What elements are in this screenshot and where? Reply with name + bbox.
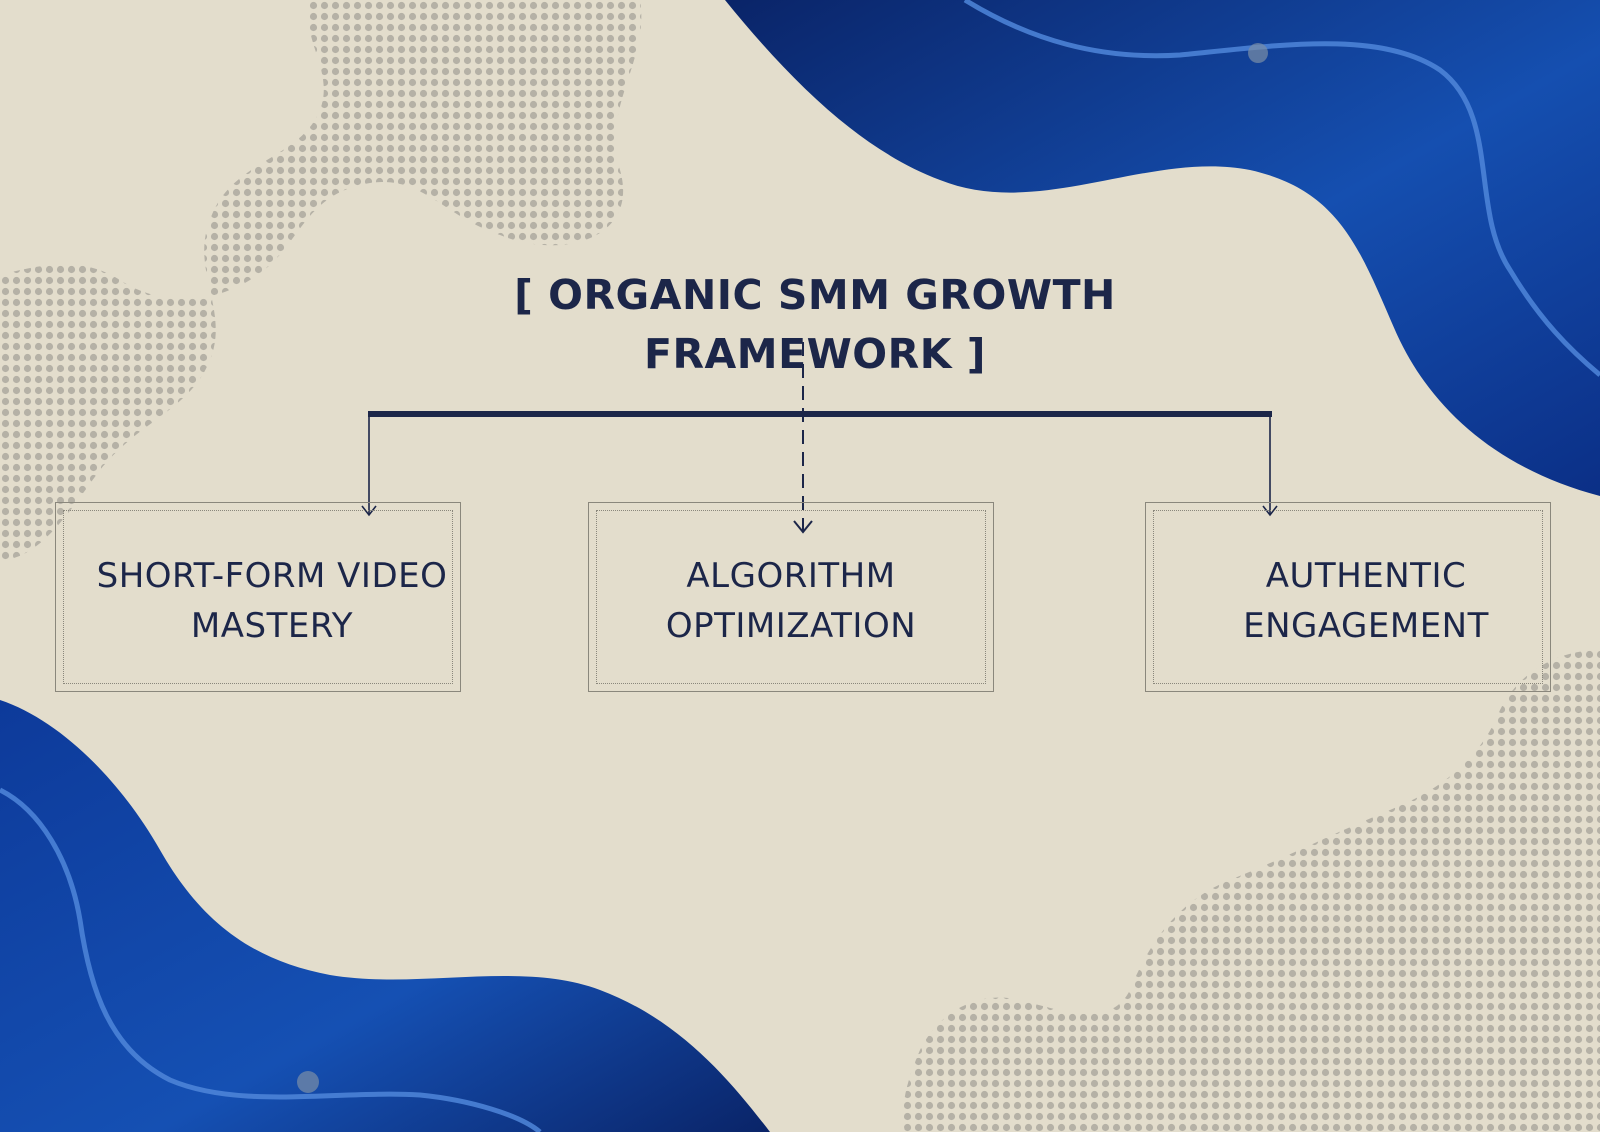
wave-top-right-highlight — [963, 0, 1600, 377]
node-label-line-1: ALGORITHM — [686, 556, 896, 596]
diagram-title: [ ORGANIC SMM GROWTH FRAMEWORK ] — [400, 266, 1230, 384]
node-label: SHORT-FORM VIDEO MASTERY — [70, 551, 474, 651]
node-inner-border — [63, 510, 453, 684]
node-label-line-2: MASTERY — [190, 606, 354, 646]
node-label-line-2: ENGAGEMENT — [1243, 606, 1489, 646]
node-label-line-1: AUTHENTIC — [1265, 556, 1467, 596]
node-label: AUTHENTIC ENGAGEMENT — [1164, 551, 1568, 651]
halftone-blob-top-left — [0, 0, 642, 560]
halftone-blob-bottom-right — [903, 650, 1600, 1132]
node-inner-border — [1153, 510, 1543, 684]
wave-dot-top — [1248, 43, 1268, 63]
node-authentic-engagement: AUTHENTIC ENGAGEMENT — [1145, 502, 1551, 692]
node-label: ALGORITHM OPTIMIZATION — [589, 551, 993, 651]
wave-bottom-left — [0, 700, 770, 1132]
node-short-form-video-mastery: SHORT-FORM VIDEO MASTERY — [55, 502, 461, 692]
wave-bottom-left-highlight — [0, 787, 542, 1132]
node-inner-border — [596, 510, 986, 684]
wave-dot-bottom — [297, 1071, 319, 1093]
node-label-line-1: SHORT-FORM VIDEO — [96, 556, 448, 596]
title-line-1: [ ORGANIC SMM GROWTH — [514, 271, 1116, 319]
node-algorithm-optimization: ALGORITHM OPTIMIZATION — [588, 502, 994, 692]
title-line-2: FRAMEWORK ] — [643, 330, 987, 378]
wave-top-right — [725, 0, 1600, 496]
node-label-line-2: OPTIMIZATION — [665, 606, 917, 646]
